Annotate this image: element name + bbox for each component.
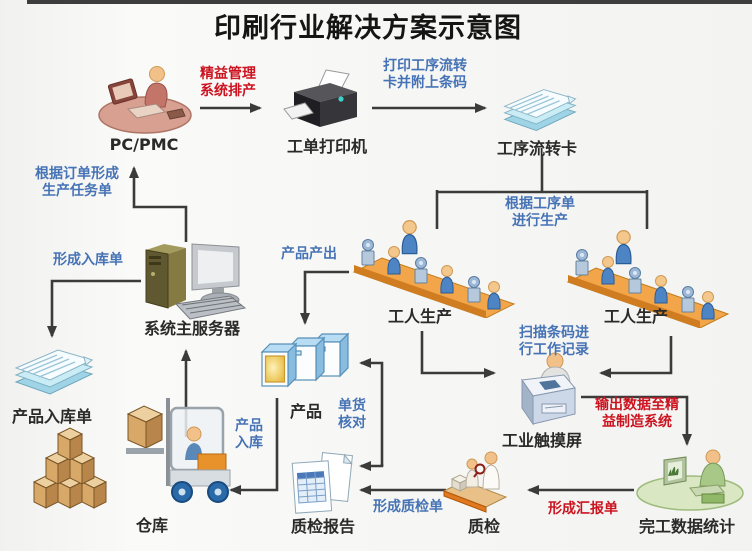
main-server-icon xyxy=(145,243,247,320)
flow-label-goods-check: 单货 核对 xyxy=(338,398,366,432)
top-edge-strip xyxy=(27,0,752,4)
flow-label-lean-schedule: 精益管理 系统排产 xyxy=(200,66,256,100)
arrow-server-to-inbounddoc xyxy=(47,279,141,338)
flow-label-order-to-task: 根据订单形成 生产任务单 xyxy=(35,166,119,200)
arrow-workersleft-to-screen xyxy=(420,331,496,378)
qc-inspectors-icon xyxy=(442,451,508,513)
workers-production-right-icon xyxy=(566,230,730,328)
product-inbound-doc-icon xyxy=(14,349,94,395)
node-label-products: 产品 xyxy=(289,402,323,421)
arrow-workers-to-products xyxy=(300,270,349,325)
arrow-check-to-products xyxy=(359,358,384,466)
products-icon xyxy=(260,332,350,388)
work-order-printer-icon xyxy=(283,69,357,127)
page-title: 印刷行业解决方案示意图 xyxy=(214,13,522,44)
completion-stats-icon xyxy=(636,449,744,511)
flow-label-print-transfer-cards: 打印工序流转 卡并附上条码 xyxy=(383,58,467,92)
node-label-completion-stats: 完工数据统计 xyxy=(638,517,736,536)
pc-pmc-icon xyxy=(98,66,192,134)
industrial-touchscreen-icon xyxy=(521,352,576,426)
flow-label-output-to-lean: 输出数据至精 益制造系统 xyxy=(595,397,679,431)
warehouse-icon xyxy=(32,398,231,509)
node-label-server: 系统主服务器 xyxy=(143,319,241,338)
node-label-workers-left: 工人生产 xyxy=(387,307,453,326)
node-label-inbound-doc: 产品入库单 xyxy=(11,407,93,426)
flow-label-produce-per-worksheet: 根据工序单 进行生产 xyxy=(505,196,575,230)
flow-label-product-inbound: 产品 入库 xyxy=(235,418,263,452)
flow-label-scan-barcode-record: 扫描条码进 行工作记录 xyxy=(519,325,589,359)
node-label-process-cards: 工序流转卡 xyxy=(496,139,578,158)
flow-label-form-report-sheet: 形成汇报单 xyxy=(548,501,618,517)
qc-report-icon xyxy=(291,452,353,514)
workers-production-left-icon xyxy=(352,220,516,318)
node-label-warehouse: 仓库 xyxy=(135,516,169,535)
node-label-workers-right: 工人生产 xyxy=(603,307,669,326)
node-label-pc-pmc: PC/PMC xyxy=(109,135,179,154)
arrow-server-to-pcpmc xyxy=(129,166,188,242)
node-label-qc: 质检 xyxy=(467,517,501,536)
arrow-products-to-warehouse xyxy=(229,398,279,495)
flow-label-form-qc-sheet: 形成质检单 xyxy=(373,499,443,515)
arrow-workersright-to-screen xyxy=(599,336,673,378)
node-label-qc-report: 质检报告 xyxy=(290,517,356,536)
process-transfer-cards-icon xyxy=(503,89,577,132)
arrow-screen-to-stats xyxy=(581,395,692,446)
arrow-check-to-qcreport xyxy=(359,461,384,471)
node-label-touchscreen: 工业触摸屏 xyxy=(501,431,583,450)
node-label-printer: 工单打印机 xyxy=(286,137,368,156)
flow-label-product-output: 产品产出 xyxy=(281,246,337,262)
flow-label-form-inbound-order: 形成入库单 xyxy=(53,252,123,268)
